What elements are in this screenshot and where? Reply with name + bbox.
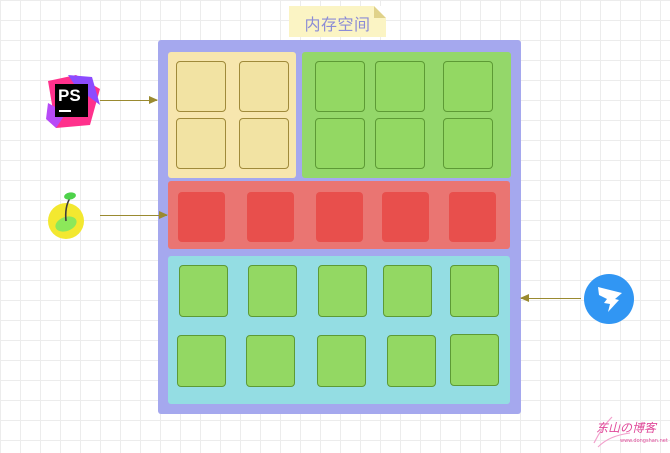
memory-block	[443, 61, 493, 112]
ps-square: PS	[55, 84, 88, 117]
memory-block	[239, 61, 289, 112]
memory-block	[387, 335, 436, 387]
arrow-qq-to-memory	[100, 211, 168, 219]
watermark-url: www.dongshan.net	[620, 438, 668, 444]
memory-block	[247, 192, 294, 242]
memory-block	[318, 265, 367, 317]
arrow-phpstorm-to-memory	[100, 96, 158, 104]
memory-block	[179, 265, 228, 317]
memory-block	[317, 335, 366, 387]
memory-block	[443, 118, 493, 169]
memory-block	[178, 192, 225, 242]
memory-block	[450, 334, 499, 386]
memory-block	[375, 118, 425, 169]
memory-block	[176, 61, 226, 112]
sprout-icon	[46, 191, 86, 241]
memory-block	[177, 335, 226, 387]
memory-block	[375, 61, 425, 112]
memory-block	[176, 118, 226, 169]
memory-block	[316, 192, 363, 242]
memory-block	[450, 265, 499, 317]
memory-block	[383, 265, 432, 317]
memory-block	[382, 192, 429, 242]
memory-block	[239, 118, 289, 169]
dingtalk-icon	[584, 274, 634, 324]
memory-block	[315, 61, 365, 112]
memory-block	[248, 265, 297, 317]
memory-block	[449, 192, 496, 242]
diagram-title: 内存空间	[304, 15, 371, 34]
ps-label: PS	[58, 86, 81, 105]
arrow-dingtalk-to-memory	[520, 294, 581, 302]
title-note: 内存空间	[289, 6, 386, 37]
page-fold	[374, 6, 386, 18]
watermark-text: 东山の博客	[596, 421, 657, 435]
watermark-logo: 东山の博客 www.dongshan.net	[590, 413, 668, 451]
phpstorm-icon: PS	[46, 75, 100, 128]
ps-underscore	[59, 110, 71, 112]
memory-block	[315, 118, 365, 169]
memory-block	[246, 335, 295, 387]
